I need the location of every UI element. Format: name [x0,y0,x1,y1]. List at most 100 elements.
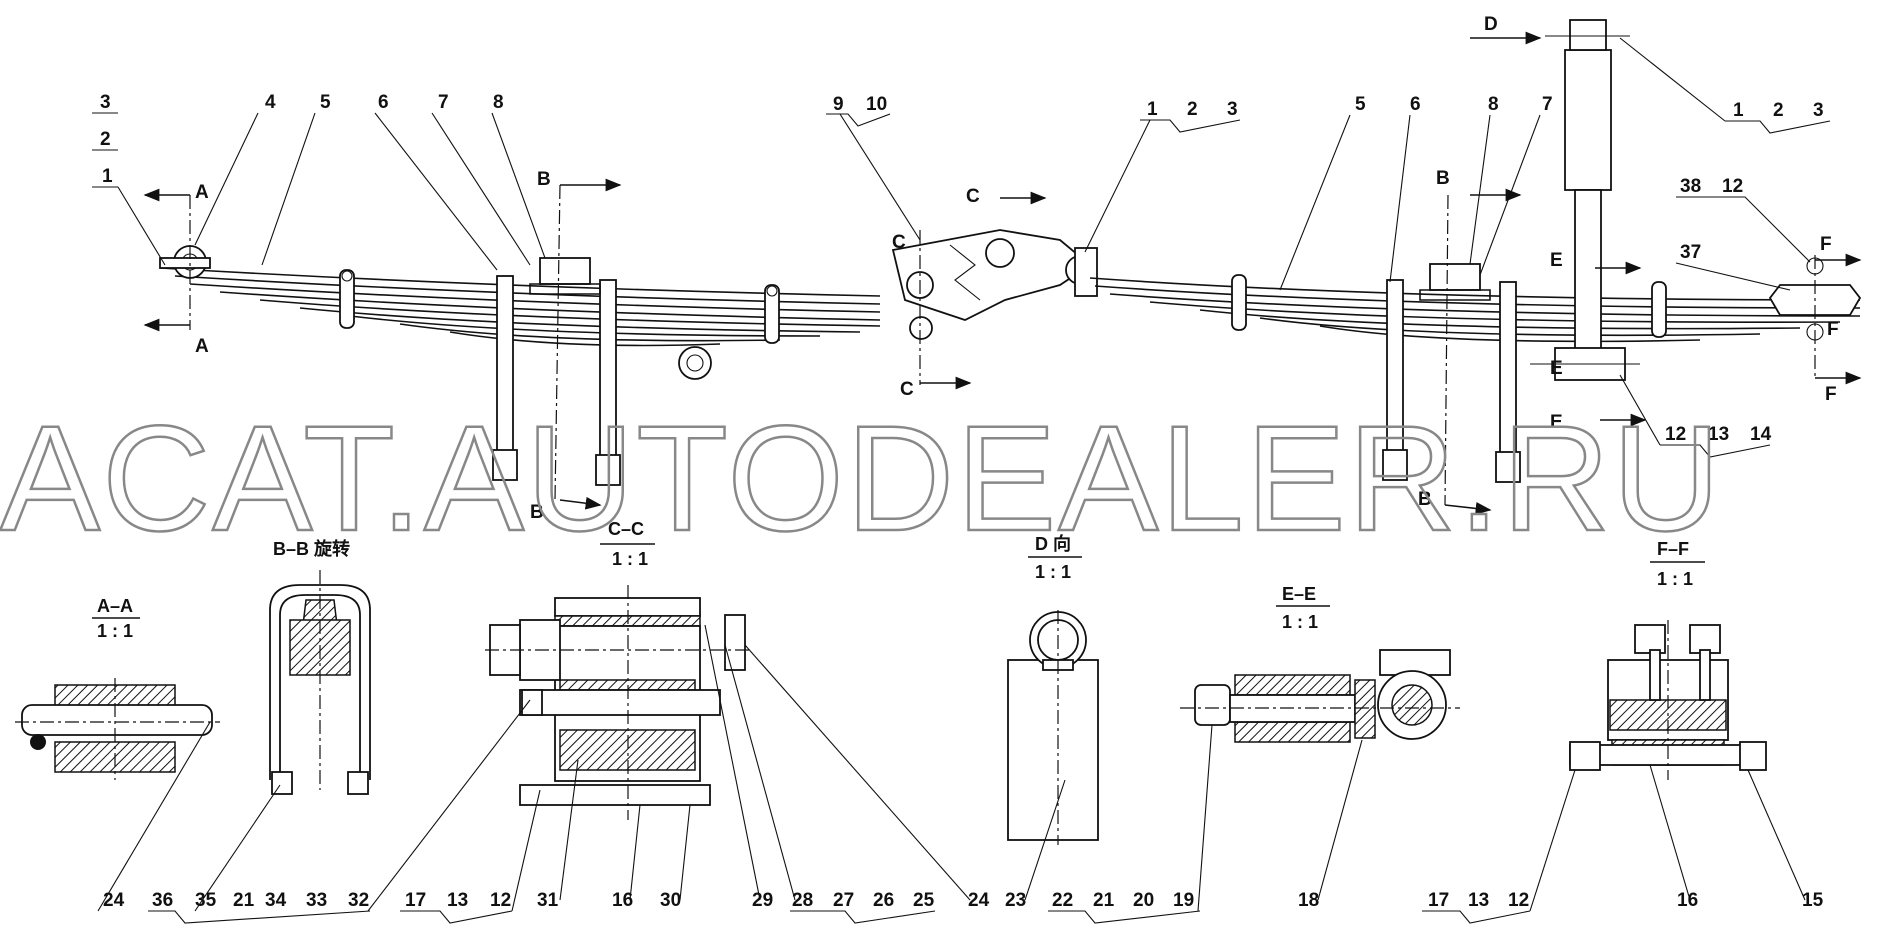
callout-7-right: 7 [1542,94,1553,115]
callout-9: 9 [833,94,844,115]
view-d [1007,610,1099,845]
marker-b-left-top: B [537,169,551,190]
callout-shock-2: 2 [1773,100,1784,121]
title-ee-scale: 1 : 1 [1282,612,1318,632]
top-callouts: 3 2 1 4 5 6 7 8 9 10 1 2 3 5 6 8 7 1 2 [92,37,1831,458]
callout-10: 10 [866,94,887,115]
callout-8-right: 8 [1488,94,1499,115]
callout-bottom-18: 18 [1298,890,1319,911]
callout-6: 6 [378,92,389,113]
right-leaf-spring [1089,257,1862,483]
callout-bottom-29: 29 [752,890,773,911]
callout-bottom-26: 26 [873,890,894,911]
callout-bottom-21b: 21 [1093,890,1115,911]
callout-bottom-17a: 17 [405,890,426,911]
callout-bottom-15: 15 [1802,890,1824,911]
callout-7: 7 [438,92,449,113]
title-bb: B–B 旋转 [273,538,350,559]
marker-f-top: F [1820,234,1832,255]
section-markers [143,31,1862,515]
callout-5-right: 5 [1355,94,1366,115]
callout-6-right: 6 [1410,94,1421,115]
callout-bottom-33: 33 [306,890,327,911]
title-ff: F–F [1657,539,1689,559]
section-marker-labels: A A B B B B C C C D E E E F F F [195,14,1839,523]
callout-bottom-23: 23 [1005,890,1026,911]
marker-a-top: A [195,182,209,203]
callout-12-right-top: 12 [1722,176,1743,197]
bottom-callouts: 24 36 35 21 34 33 32 17 13 12 31 16 30 2… [97,624,1824,924]
callout-4: 4 [265,92,276,113]
callout-bottom-31: 31 [537,890,559,911]
callout-left-1: 1 [1147,99,1158,120]
shock-absorber [1530,19,1640,381]
callout-bottom-13b: 13 [1468,890,1489,911]
marker-e-top: E [1550,250,1563,271]
title-aa-scale: 1 : 1 [97,621,133,641]
callout-14-shock: 14 [1750,424,1772,445]
callout-5: 5 [320,92,331,113]
view-bb [269,570,371,795]
view-ff [1569,620,1767,780]
marker-b-right-bottom: B [1418,489,1432,510]
marker-e-mid: E [1550,358,1563,379]
marker-e-bottom: E [1550,412,1563,433]
callout-bottom-27: 27 [833,890,854,911]
callout-bottom-34: 34 [265,890,287,911]
watermark-text: ACAT.AUTODEALER.RU [0,394,1722,562]
callout-38: 38 [1680,176,1701,197]
callout-shock-3: 3 [1813,100,1824,121]
callout-bottom-13a: 13 [447,890,468,911]
callout-bottom-24b: 24 [968,890,990,911]
callout-bottom-21: 21 [233,890,255,911]
marker-c-top: C [966,186,980,207]
view-cc [485,585,750,820]
callout-shock-1: 1 [1733,100,1744,121]
view-aa [15,678,220,780]
callout-1: 1 [102,166,113,187]
marker-c-bottom: C [900,379,914,400]
callout-bottom-12a: 12 [490,890,511,911]
callout-2: 2 [100,129,111,150]
callout-37: 37 [1680,242,1701,263]
title-cc-scale: 1 : 1 [612,549,648,569]
callout-bottom-16a: 16 [612,890,633,911]
marker-b-right-top: B [1436,168,1450,189]
callout-13-shock: 13 [1708,424,1729,445]
callout-bottom-19: 19 [1173,890,1194,911]
callout-bottom-36: 36 [152,890,173,911]
title-aa: A–A [97,596,133,616]
title-d: D 向 [1035,533,1071,554]
callout-bottom-12b: 12 [1508,890,1529,911]
title-ee: E–E [1282,584,1316,604]
left-leaf-spring [159,245,881,486]
callout-bottom-35: 35 [195,890,217,911]
marker-c-mid: C [892,232,906,253]
callout-bottom-32: 32 [348,890,369,911]
marker-b-left-bottom: B [530,502,544,523]
callout-bottom-17b: 17 [1428,890,1449,911]
marker-f-mid: F [1827,319,1839,340]
callout-bottom-28: 28 [792,890,813,911]
callout-bottom-16b: 16 [1677,890,1698,911]
title-ff-scale: 1 : 1 [1657,569,1693,589]
marker-d: D [1484,14,1498,35]
marker-f-bottom: F [1825,384,1837,405]
callout-3: 3 [100,92,111,113]
callout-left-3: 3 [1227,99,1238,120]
center-bracket [891,229,1098,340]
callout-bottom-30: 30 [660,890,681,911]
section-titles: A–A 1 : 1 B–B 旋转 C–C 1 : 1 D 向 1 : 1 E–E… [92,519,1705,641]
marker-a-bottom: A [195,336,209,357]
callout-bottom-24: 24 [103,890,125,911]
callout-8: 8 [493,92,504,113]
callout-bottom-22: 22 [1052,890,1073,911]
callout-left-2: 2 [1187,99,1198,120]
callout-bottom-20: 20 [1133,890,1154,911]
title-cc: C–C [608,519,644,539]
title-d-scale: 1 : 1 [1035,562,1071,582]
view-ee [1180,649,1460,743]
callout-12-shock: 12 [1665,424,1686,445]
callout-bottom-25: 25 [913,890,935,911]
